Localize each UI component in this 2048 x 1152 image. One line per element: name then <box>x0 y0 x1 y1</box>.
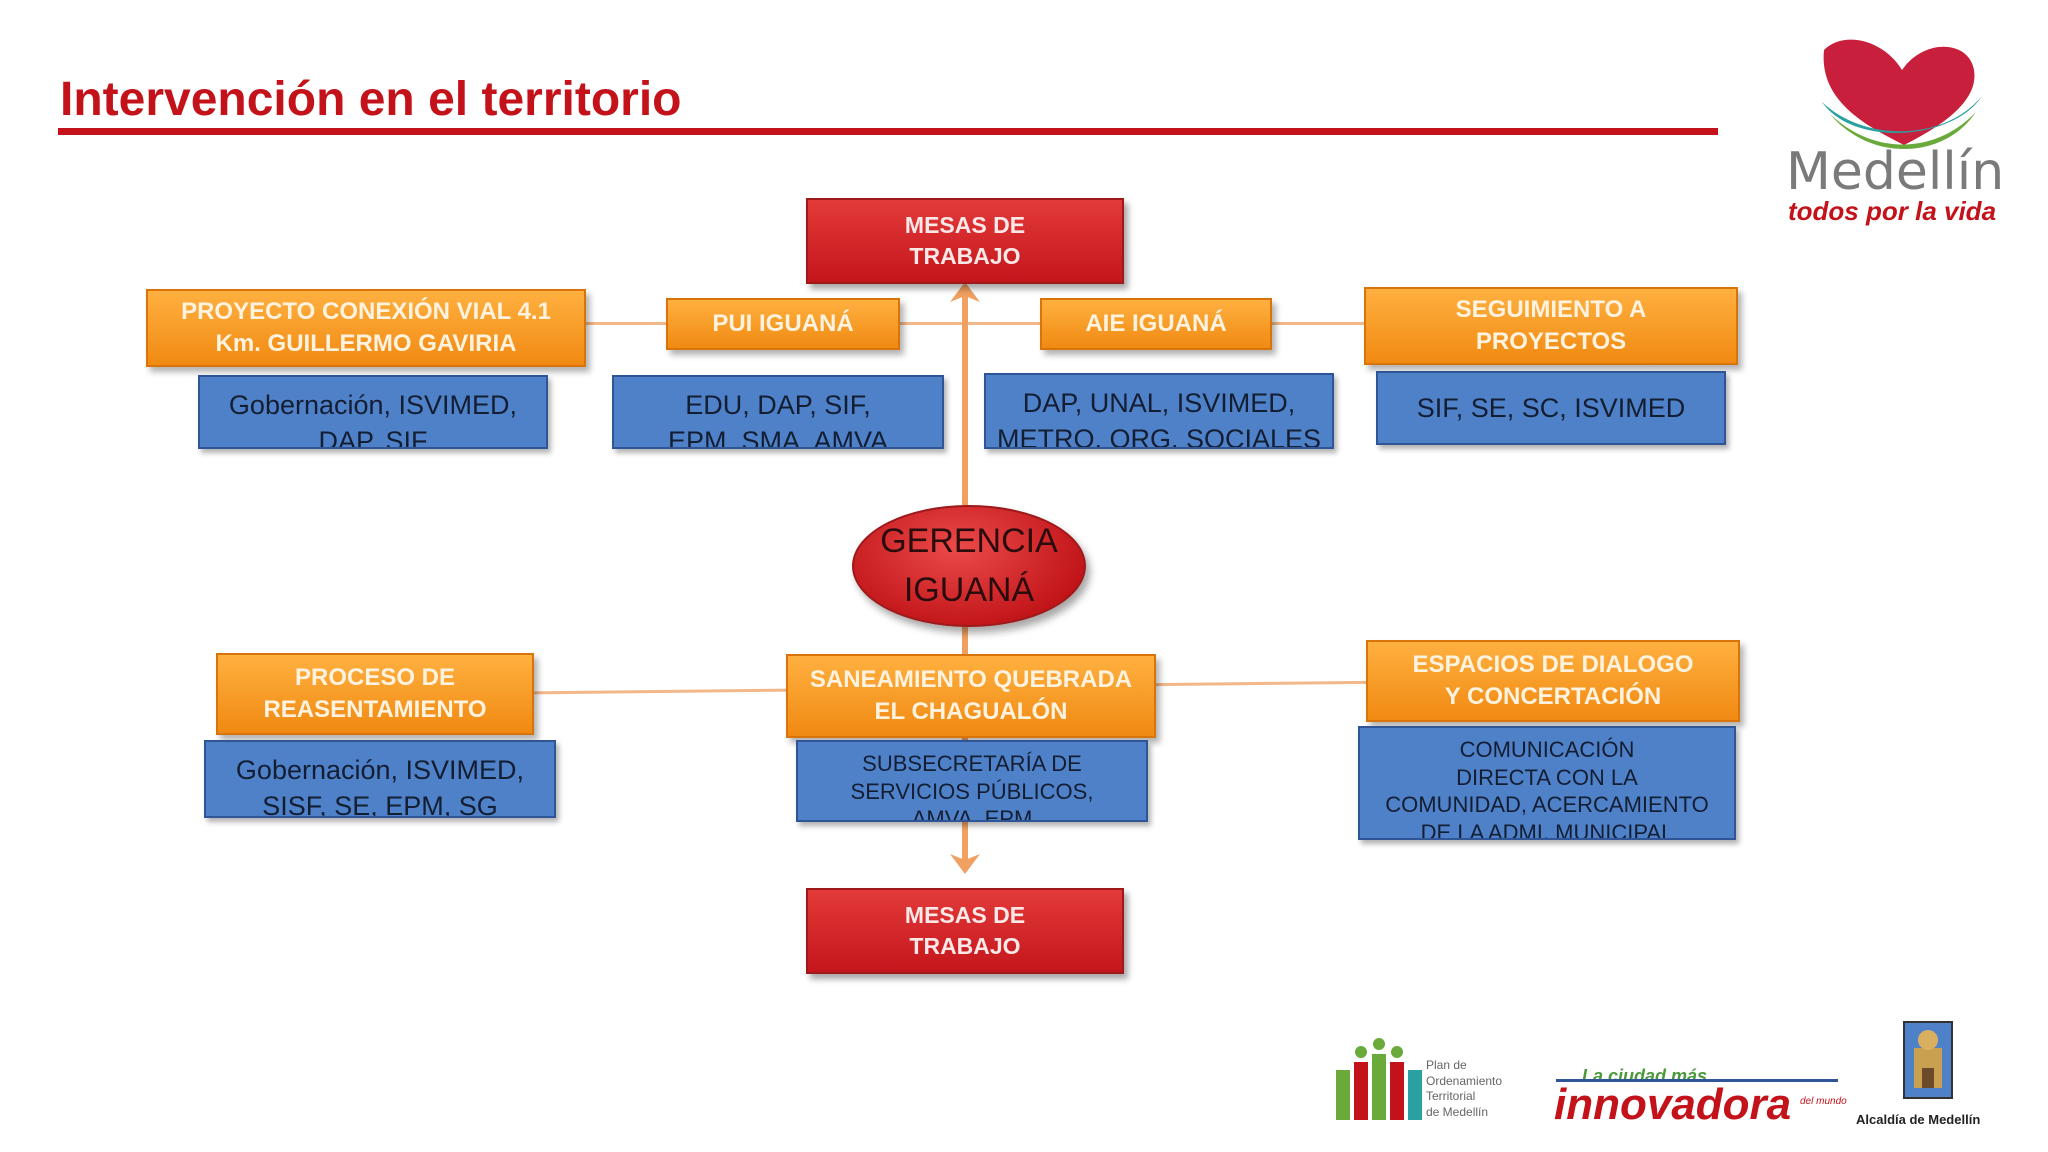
pot-logo-icon <box>1336 1038 1422 1120</box>
saneamiento-line1: SANEAMIENTO QUEBRADA <box>809 665 1133 693</box>
saneamiento-actors-line3: AMVA, EPM <box>911 806 1033 822</box>
pui-actors-line1: EDU, DAP, SIF, <box>685 390 871 420</box>
bottom-box-line2: TRABAJO <box>909 933 1021 959</box>
pot-line3: Territorial <box>1426 1089 1476 1104</box>
aie-actors-line1: DAP, UNAL, ISVIMED, <box>1022 388 1296 418</box>
aie-iguana-box: AIE IGUANÁ <box>1040 298 1272 350</box>
proceso-reasentamiento-box: PROCESO DE REASENTAMIENTO <box>216 653 534 735</box>
espacios-actors-line1: COMUNICACIÓN <box>1459 737 1635 762</box>
espacios-dialogo-box: ESPACIOS DE DIALOGO Y CONCERTACIÓN <box>1366 640 1740 722</box>
proyecto-conexion-actors-box: Gobernación, ISVIMED, DAP, SIF <box>198 375 548 449</box>
top-box-line2: TRABAJO <box>909 243 1021 269</box>
reasentamiento-line1: PROCESO DE <box>294 663 456 691</box>
seguimiento-line1: SEGUIMIENTO A <box>1455 295 1647 323</box>
alcaldia-crest-icon <box>1903 1021 1953 1099</box>
page-title: Intervención en el territorio <box>60 73 682 126</box>
bottom-box-line1: MESAS DE <box>904 901 1026 928</box>
espacios-actors-line4: DE LA ADMI. MUNICIPAL <box>1420 819 1674 840</box>
pui-actors-line2: EPM, SMA, AMVA <box>667 426 889 449</box>
city-name: Medellín <box>1786 142 2005 202</box>
seguimiento-actors-box: SIF, SE, SC, ISVIMED <box>1376 371 1726 445</box>
center-line2: IGUANÁ <box>903 571 1035 609</box>
saneamiento-actors-line1: SUBSECRETARÍA DE <box>862 751 1082 776</box>
innovadora-small-text: del mundo <box>1800 1096 1847 1107</box>
medellin-heart-logo <box>1822 39 1982 150</box>
pot-line1: Plan de <box>1426 1058 1467 1072</box>
reasentamiento-actors-line2: SISF, SE, EPM, SG <box>262 791 498 818</box>
seguimiento-line2: PROYECTOS <box>1475 328 1627 355</box>
proyecto-conexion-actors-line2: DAP, SIF <box>318 426 428 449</box>
connector-top-mid-right <box>966 322 1042 325</box>
city-tagline: todos por la vida <box>1788 196 1997 226</box>
proyecto-conexion-line1: PROYECTO CONEXIÓN VIAL 4.1 <box>181 297 551 325</box>
reasentamiento-actors-line1: Gobernación, ISVIMED, <box>235 755 525 785</box>
alcaldia-label: Alcaldía de Medellín <box>1856 1112 1981 1127</box>
arrow-down-head <box>950 854 980 874</box>
seguimiento-actors-line1: SIF, SE, SC, ISVIMED <box>1416 392 1686 423</box>
aie-actors-line2: METRO, ORG. SOCIALES <box>996 424 1322 449</box>
top-box-line1: MESAS DE <box>904 211 1026 238</box>
proyecto-conexion-actors-line1: Gobernación, ISVIMED, <box>228 390 518 420</box>
connector-bottom-right <box>1153 680 1369 687</box>
pui-iguana-actors-box: EDU, DAP, SIF, EPM, SMA, AMVA <box>612 375 944 449</box>
seguimiento-proyectos-box: SEGUIMIENTO A PROYECTOS <box>1364 287 1738 365</box>
title-underline <box>58 128 1718 135</box>
top-mesas-de-trabajo-box: MESAS DE TRABAJO <box>806 198 1124 284</box>
espacios-line2: Y CONCERTACIÓN <box>1444 683 1662 710</box>
pot-line2: Ordenamiento <box>1426 1073 1503 1088</box>
reasentamiento-actors-box: Gobernación, ISVIMED, SISF, SE, EPM, SG <box>204 740 556 818</box>
connector-top-mid-left <box>898 322 966 325</box>
espacios-actors-line3: COMUNIDAD, ACERCAMIENTO <box>1385 792 1709 817</box>
connector-top-right <box>1270 322 1366 325</box>
proyecto-conexion-line2: Km. GUILLERMO GAVIRIA <box>215 330 517 357</box>
saneamiento-quebrada-box: SANEAMIENTO QUEBRADA EL CHAGUALÓN <box>786 654 1156 738</box>
innovadora-rule <box>1556 1079 1838 1082</box>
aie-iguana-actors-box: DAP, UNAL, ISVIMED, METRO, ORG. SOCIALES <box>984 373 1334 449</box>
innovadora-logo-text: innovadora <box>1554 1080 1792 1129</box>
reasentamiento-line2: REASENTAMIENTO <box>263 696 487 723</box>
pot-logo-text: Plan de Ordenamiento Territorial de Mede… <box>1426 1058 1536 1120</box>
arrow-up-shaft <box>962 296 968 508</box>
saneamiento-actors-line2: SERVICIOS PÚBLICOS, <box>850 778 1094 804</box>
arrow-up-head <box>950 282 980 302</box>
saneamiento-line2: EL CHAGUALÓN <box>874 698 1068 725</box>
espacios-actors-line2: DIRECTA CON LA <box>1456 764 1638 790</box>
pui-iguana-box: PUI IGUANÁ <box>666 298 900 350</box>
bottom-mesas-de-trabajo-box: MESAS DE TRABAJO <box>806 888 1124 974</box>
center-line1: GERENCIA <box>880 521 1058 560</box>
connector-bottom-left <box>531 688 789 695</box>
aie-iguana-label: AIE IGUANÁ <box>1085 309 1227 337</box>
pui-iguana-label: PUI IGUANÁ <box>712 309 854 337</box>
gerencia-iguana-node: GERENCIA IGUANÁ <box>852 505 1086 627</box>
connector-top-left <box>582 322 668 325</box>
pot-line4: de Medellín <box>1426 1104 1489 1119</box>
espacios-line1: ESPACIOS DE DIALOGO <box>1412 650 1694 678</box>
